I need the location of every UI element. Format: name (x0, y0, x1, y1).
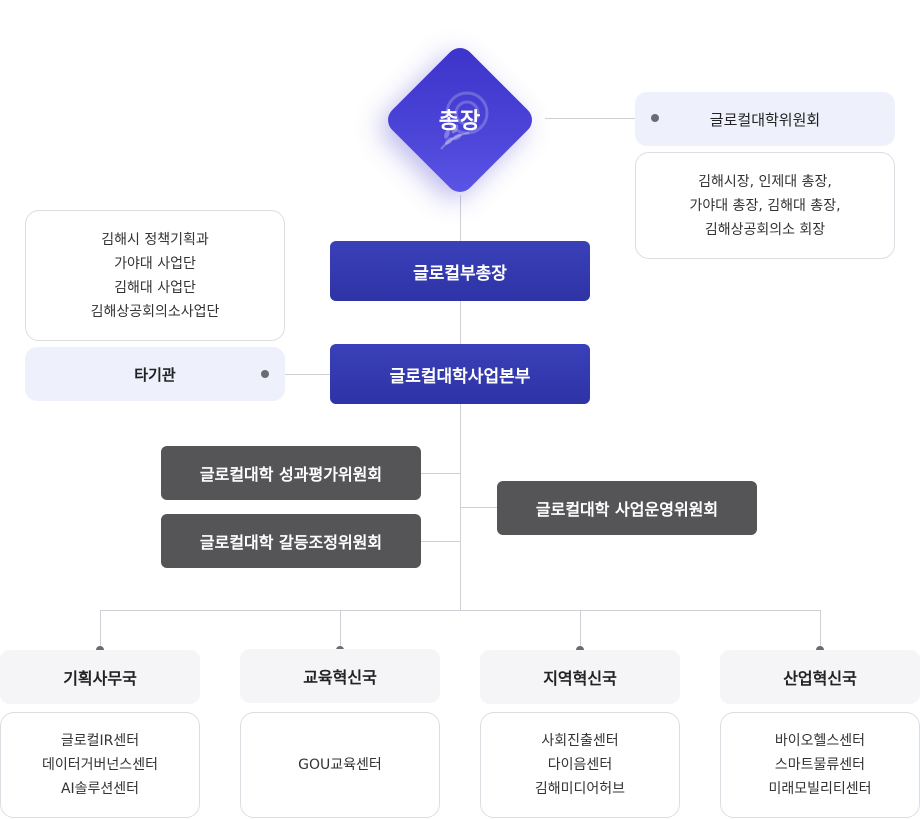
department-name: 산업혁신국 (783, 669, 857, 688)
conflict-committee-label: 글로컬대학 갈등조정위원회 (199, 533, 383, 552)
connector-line (100, 610, 101, 650)
performance-committee-label: 글로컬대학 성과평가위원회 (199, 465, 383, 484)
department-pill: 기획사무국 (0, 650, 200, 704)
conflict-committee-node: 글로컬대학 갈등조정위원회 (161, 514, 421, 568)
connector-line (265, 374, 330, 375)
committee-member-line: 김해시장, 인제대 총장, (698, 173, 832, 190)
committee-pill: 글로컬대학위원회 (635, 92, 895, 146)
department-name: 교육혁신국 (303, 668, 377, 687)
connector-line (460, 301, 461, 344)
other-institutions-pill: 타기관 (25, 347, 285, 401)
external-partners-box: 김해시 정책기획과 가야대 사업단 김해대 사업단 김해상공회의소사업단 (25, 210, 285, 341)
connector-line (340, 610, 341, 650)
department-units-box: GOU교육센터 (240, 712, 440, 818)
department-pill: 교육혁신국 (240, 649, 440, 703)
connector-line (545, 118, 655, 119)
unit-item: 스마트물류센터 (774, 757, 866, 773)
vice-president-label: 글로컬부총장 (413, 263, 507, 284)
connector-line (460, 195, 461, 241)
connector-line (421, 473, 460, 474)
unit-item: 김해미디어허브 (534, 781, 626, 797)
other-institutions-label: 타기관 (134, 365, 176, 384)
operations-committee-node: 글로컬대학 사업운영위원회 (497, 481, 757, 535)
connector-line (421, 541, 460, 542)
unit-item: AI솔루션센터 (60, 781, 140, 797)
committee-label: 글로컬대학위원회 (709, 110, 821, 129)
emblem-icon (440, 91, 489, 150)
unit-item: 미래모빌리티센터 (768, 781, 872, 797)
unit-item: 다이음센터 (547, 757, 613, 773)
department-units-box: 사회진출센터 다이음센터 김해미디어허브 (480, 712, 680, 818)
department-name: 기획사무국 (63, 669, 137, 688)
unit-item: 사회진출센터 (541, 733, 619, 749)
committee-member-line: 가야대 총장, 김해대 총장, (689, 197, 841, 214)
department-pill: 지역혁신국 (480, 650, 680, 704)
connector-dot (261, 370, 269, 378)
department-units-box: 글로컬IR센터 데이터거버넌스센터 AI솔루션센터 (0, 712, 200, 818)
connector-dot (651, 114, 659, 122)
department-pill: 산업혁신국 (720, 650, 920, 704)
connector-line (100, 610, 821, 611)
president-label: 총장 (438, 109, 482, 134)
unit-item: 바이오헬스센터 (774, 733, 866, 749)
headquarters-label: 글로컬대학사업본부 (389, 366, 531, 387)
connector-line (460, 507, 497, 508)
partner-item: 김해시 정책기획과 (101, 231, 209, 248)
unit-item: 데이터거버넌스센터 (42, 757, 158, 773)
committee-members-box: 김해시장, 인제대 총장, 가야대 총장, 김해대 총장, 김해상공회의소 회장 (635, 152, 895, 259)
partner-item: 가야대 사업단 (114, 255, 196, 272)
unit-item: GOU교육센터 (298, 757, 382, 773)
committee-member-line: 김해상공회의소 회장 (704, 221, 826, 238)
department-name: 지역혁신국 (543, 669, 617, 688)
partner-item: 김해대 사업단 (114, 279, 196, 296)
headquarters-node: 글로컬대학사업본부 (330, 344, 590, 404)
connector-line (820, 610, 821, 650)
partner-item: 김해상공회의소사업단 (90, 303, 220, 320)
president-node: 총장 (381, 41, 539, 199)
department-units-box: 바이오헬스센터 스마트물류센터 미래모빌리티센터 (720, 712, 920, 818)
connector-line (580, 610, 581, 650)
operations-committee-label: 글로컬대학 사업운영위원회 (535, 500, 719, 519)
performance-committee-node: 글로컬대학 성과평가위원회 (161, 446, 421, 500)
vice-president-node: 글로컬부총장 (330, 241, 590, 301)
unit-item: 글로컬IR센터 (60, 733, 140, 749)
